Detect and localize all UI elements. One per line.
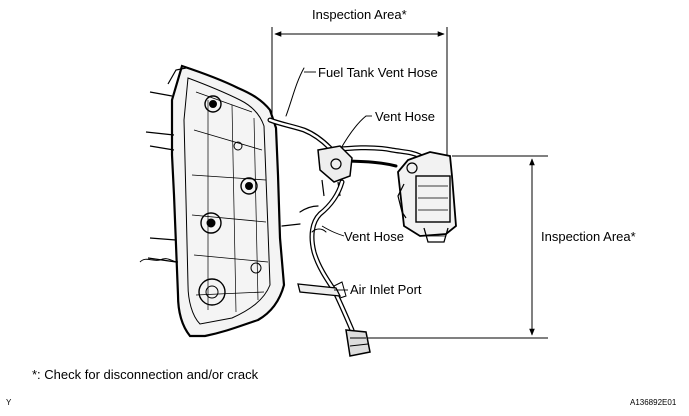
vent-hose-upper-label: Vent Hose [375,109,435,124]
inspection-area-top-label: Inspection Area* [312,7,407,22]
air-inlet-port-label: Air Inlet Port [350,282,422,297]
leader-lines [304,71,372,291]
air-inlet-port [297,281,371,357]
figure-id: A136892E01 [630,398,677,407]
right-inspection-dimension [356,155,548,339]
inspection-area-right-label: Inspection Area* [541,229,636,244]
vent-hose-lower [281,179,355,333]
vent-hose-lower-label: Vent Hose [344,229,404,244]
fuel-tank-vent-hose-label: Fuel Tank Vent Hose [318,65,438,80]
fuel-tank [139,64,286,338]
vent-hose-upper [327,115,423,168]
footnote: *: Check for disconnection and/or crack [32,367,259,382]
fuel-tank-vent-hose [267,67,333,151]
corner-mark: Y [6,398,12,407]
valve-assembly [317,145,353,197]
charcoal-canister [397,151,457,243]
